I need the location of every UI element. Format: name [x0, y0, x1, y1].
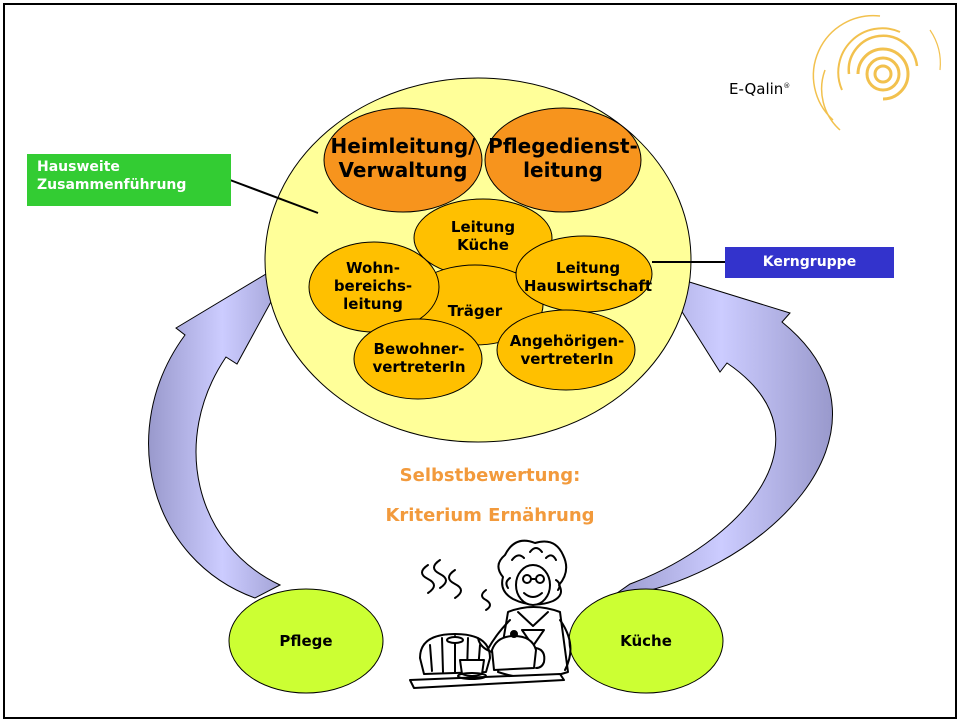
logo-text: E-Qalin®: [729, 80, 791, 98]
logo-spiral-icon: [812, 14, 941, 131]
hausweite-label-line-1: Hausweite: [37, 159, 120, 175]
bewohner-label: Bewohner-vertreterIn: [372, 340, 466, 376]
bewohner-node: [353, 318, 483, 400]
angehoerigen-node: [496, 309, 636, 391]
heimleitung-label: Heimleitung/Verwaltung: [330, 134, 476, 182]
hausweite-label-box: Hausweite Zusammenführung: [27, 154, 231, 206]
selbstbewertung-label: Selbstbewertung:: [399, 465, 581, 486]
pflegedienst-label: Pflegedienst-leitung: [488, 134, 638, 182]
pflege-node: [228, 588, 384, 694]
angehoerigen-label: Angehörigen-vertreterIn: [509, 332, 625, 368]
pflege-label: Pflege: [279, 632, 333, 650]
traeger-label: Träger: [447, 302, 503, 320]
right-curved-arrow: [609, 271, 833, 599]
hausweite-pointer-line: [229, 179, 319, 214]
kerngruppe-label: Kerngruppe: [762, 253, 857, 270]
wohnbereich-label: Wohn-bereichs-leitung: [333, 259, 413, 313]
heimleitung-node: [323, 107, 483, 213]
kerngruppe-label-box: Kerngruppe: [725, 247, 894, 278]
woman-serving-food-illustration: [409, 539, 572, 689]
pflegedienst-node: [484, 107, 642, 213]
left-curved-arrow: [148, 254, 298, 599]
kueche-label: Küche: [620, 632, 672, 650]
hausweite-label-line-2: Zusammenführung: [37, 176, 187, 193]
kriterium-label: Kriterium Ernährung: [385, 505, 595, 526]
